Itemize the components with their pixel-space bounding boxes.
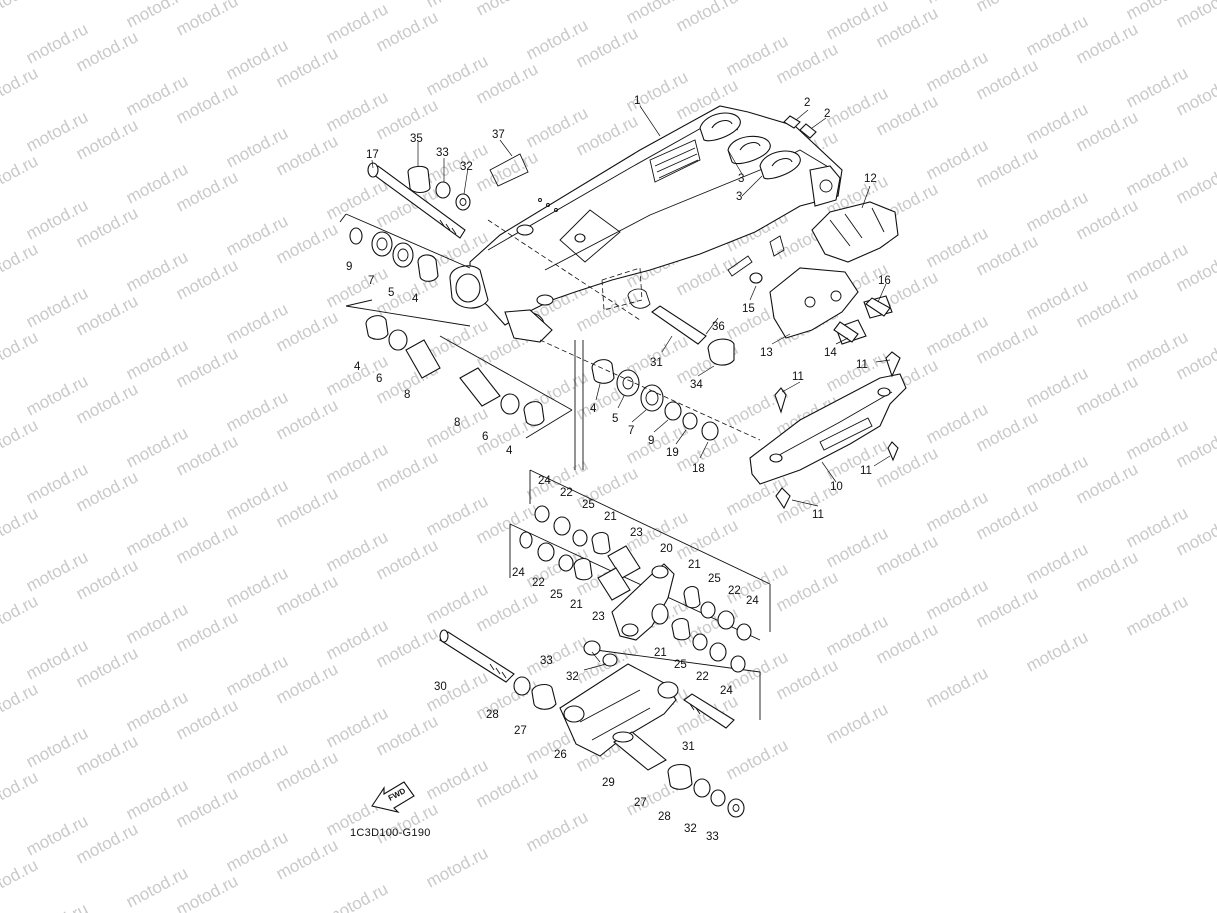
callout-5: 5 [388, 287, 394, 299]
callout-32: 32 [566, 671, 579, 683]
callout-24: 24 [720, 685, 733, 697]
callout-20: 20 [660, 543, 673, 555]
callout-11: 11 [812, 509, 824, 521]
callout-19: 19 [666, 447, 679, 459]
callout-6: 6 [482, 431, 488, 443]
callout-2: 2 [804, 97, 810, 109]
callout-15: 15 [742, 303, 755, 315]
callout-16: 16 [878, 275, 891, 287]
callout-21: 21 [654, 647, 667, 659]
chain-puller [749, 201, 899, 345]
callout-36: 36 [712, 321, 725, 333]
callout-1: 1 [634, 95, 640, 107]
callout-13: 13 [760, 347, 773, 359]
callout-25: 25 [582, 499, 595, 511]
relay-arm-group [519, 505, 752, 673]
callout-23: 23 [592, 611, 605, 623]
callout-37: 37 [492, 129, 505, 141]
callout-6: 6 [376, 373, 382, 385]
diagram-code: 1C3D100-G190 [350, 827, 431, 839]
callout-23: 23 [630, 527, 643, 539]
callout-labels: 1 2 2 3 3 4 4 4 4 5 5 6 6 7 7 8 8 9 9 10… [346, 95, 891, 843]
callout-22: 22 [696, 671, 709, 683]
callout-21: 21 [604, 511, 617, 523]
callout-31: 31 [682, 741, 695, 753]
callout-10: 10 [830, 481, 843, 493]
callout-33: 33 [706, 831, 719, 843]
small-bolts [783, 115, 891, 343]
connecting-rod-group [439, 629, 745, 818]
callout-4: 4 [590, 403, 597, 415]
callout-33: 33 [540, 655, 553, 667]
callout-26: 26 [554, 749, 567, 761]
callout-35: 35 [410, 133, 423, 145]
callout-33: 33 [436, 147, 449, 159]
callout-9: 9 [346, 261, 352, 273]
callout-27: 27 [634, 797, 647, 809]
callout-5: 5 [612, 413, 618, 425]
callout-32: 32 [684, 823, 697, 835]
leader-lines [371, 105, 891, 671]
swingarm [449, 105, 843, 343]
callout-11: 11 [856, 359, 868, 371]
callout-4: 4 [354, 361, 361, 373]
callout-18: 18 [692, 463, 705, 475]
callout-25: 25 [550, 589, 563, 601]
callout-8: 8 [404, 389, 410, 401]
chain-guide [749, 351, 907, 510]
callout-9: 9 [648, 435, 654, 447]
callout-30: 30 [434, 681, 447, 693]
callout-2: 2 [824, 108, 830, 120]
callout-7: 7 [628, 425, 634, 437]
callout-22: 22 [532, 577, 545, 589]
callout-14: 14 [824, 347, 837, 359]
callout-12: 12 [864, 173, 877, 185]
callout-25: 25 [674, 659, 687, 671]
callout-22: 22 [560, 487, 573, 499]
callout-17: 17 [366, 149, 379, 161]
callout-24: 24 [538, 475, 551, 487]
callout-27: 27 [514, 725, 527, 737]
callout-8: 8 [454, 417, 460, 429]
fwd-arrow-icon: FWD [371, 781, 415, 813]
callout-32: 32 [460, 161, 473, 173]
callout-31: 31 [650, 357, 663, 369]
callout-11: 11 [792, 371, 804, 383]
callout-21: 21 [688, 559, 701, 571]
callout-22: 22 [728, 585, 741, 597]
callout-4: 4 [412, 293, 419, 305]
callout-28: 28 [486, 709, 499, 721]
pivot-shaft-group [349, 153, 735, 441]
callout-3: 3 [736, 191, 742, 203]
callout-24: 24 [746, 595, 759, 607]
callout-21: 21 [570, 599, 583, 611]
callout-7: 7 [368, 275, 374, 287]
callout-29: 29 [602, 777, 615, 789]
callout-11: 11 [860, 465, 872, 477]
callout-25: 25 [708, 573, 721, 585]
callout-34: 34 [690, 379, 703, 391]
callout-4: 4 [506, 445, 513, 457]
callout-24: 24 [512, 567, 525, 579]
callout-3: 3 [738, 173, 744, 185]
callout-28: 28 [658, 811, 671, 823]
